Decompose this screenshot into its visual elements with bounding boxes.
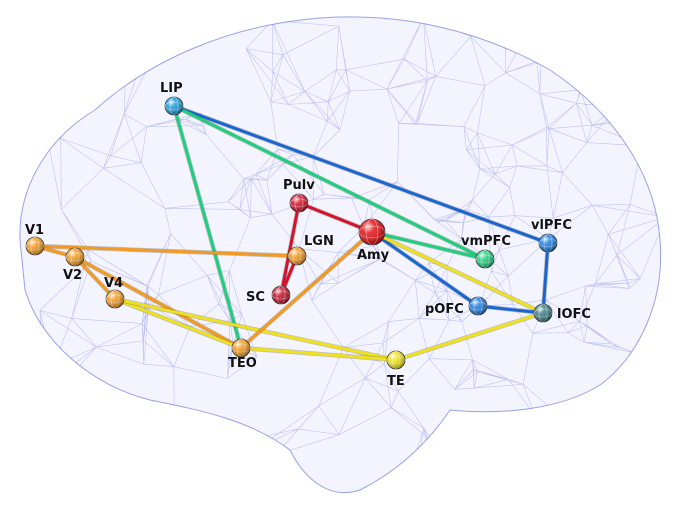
edge-amy-vmpfc	[370, 230, 487, 261]
edge-lip-teo	[172, 104, 243, 350]
node-label-amy: Amy	[357, 248, 390, 263]
node-shading-pulv	[290, 194, 308, 212]
edge-lip-vmpfc	[172, 104, 487, 261]
node-shading-teo	[232, 339, 250, 357]
edge-v4-teo	[113, 297, 243, 350]
edge-teo-amy	[239, 230, 374, 350]
edge-v2-teo	[73, 255, 243, 350]
node-shading-lofc	[534, 304, 552, 322]
node-label-vlpfc: vlPFC	[531, 218, 572, 233]
node-shading-sc	[272, 286, 290, 304]
node-label-lgn: LGN	[304, 234, 334, 249]
node-lip: LIP	[160, 81, 184, 116]
edge-vlpfc-lofc	[541, 241, 550, 315]
node-shading-v1	[26, 237, 44, 255]
node-sc: SC	[246, 285, 291, 305]
node-label-vmpfc: vmPFC	[461, 234, 511, 249]
edge-v2-v4	[73, 255, 117, 301]
node-label-v4: V4	[104, 276, 123, 291]
node-shading-vmpfc	[476, 250, 494, 268]
node-pulv: Pulv	[283, 178, 315, 213]
node-shading-v2	[66, 248, 84, 266]
node-teo: TEO	[228, 338, 257, 371]
node-label-te: TE	[387, 374, 405, 389]
node-lgn: LGN	[287, 234, 334, 266]
edge-lip-vlpfc	[172, 104, 550, 245]
edge-amy-lofc	[370, 230, 545, 315]
edge-teo-te	[239, 346, 398, 362]
node-label-pulv: Pulv	[283, 178, 315, 193]
edge-v1-lgn	[33, 244, 299, 258]
node-label-v1: V1	[25, 223, 44, 238]
node-label-pofc: pOFC	[425, 302, 464, 317]
node-shading-lgn	[288, 247, 306, 265]
edge-v4-te	[113, 297, 398, 362]
node-shading-vlpfc	[539, 234, 557, 252]
node-pofc: pOFC	[425, 296, 488, 317]
node-label-lofc: lOFC	[557, 307, 591, 322]
edge-amy-pofc	[370, 230, 480, 308]
edge-pulv-sc	[279, 201, 301, 297]
node-shading-lip	[165, 97, 183, 115]
node-shading-v4	[106, 290, 124, 308]
node-v2: V2	[63, 247, 85, 283]
node-amy: Amy	[357, 218, 390, 263]
edge-pofc-lofc	[476, 304, 545, 315]
node-v4: V4	[104, 276, 125, 309]
node-shading-te	[387, 351, 405, 369]
edge-te-lofc	[394, 311, 545, 362]
node-label-lip: LIP	[160, 81, 183, 96]
node-lofc: lOFC	[533, 303, 591, 323]
node-label-v2: V2	[63, 268, 82, 283]
node-vmpfc: vmPFC	[461, 234, 511, 269]
node-label-teo: TEO	[228, 356, 257, 371]
node-shading-pofc	[469, 297, 487, 315]
node-label-sc: SC	[246, 290, 265, 305]
node-te: TE	[386, 350, 406, 389]
node-v1: V1	[25, 223, 45, 256]
brain-outline	[19, 16, 662, 494]
node-vlpfc: vlPFC	[531, 218, 572, 253]
node-shading-amy	[359, 219, 385, 245]
